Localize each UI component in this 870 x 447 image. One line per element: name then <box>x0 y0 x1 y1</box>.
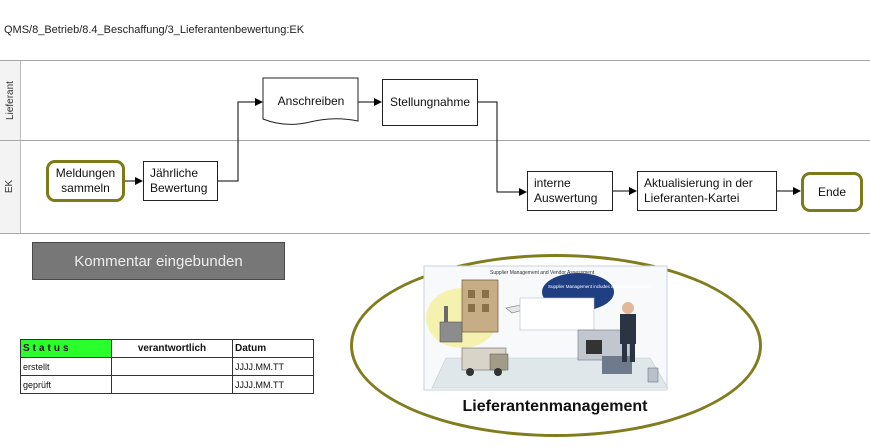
task-interne-auswertung[interactable]: interne Auswertung <box>527 171 613 211</box>
illustration-title: Lieferantenmanagement <box>462 398 648 415</box>
row-responsible-geprueft[interactable] <box>111 375 233 394</box>
lane-divider-middle <box>0 140 870 141</box>
arrow-jaehrliche-to-anschreiben <box>217 98 263 182</box>
row-responsible-erstellt[interactable] <box>111 357 233 376</box>
row-status-geprueft: geprüft <box>20 375 112 394</box>
task-stellungnahme[interactable]: Stellungnahme <box>382 79 478 126</box>
event-meldungen-sammeln[interactable]: Meldungen sammeln <box>46 160 125 202</box>
comment-button[interactable]: Kommentar eingebunden <box>32 242 285 280</box>
swimlane-label-column <box>0 60 21 234</box>
header-verantwortlich: verantwortlich <box>111 339 233 358</box>
task-jaehrliche-bewertung[interactable]: Jährliche Bewertung <box>143 161 218 201</box>
header-status: Status <box>20 339 112 358</box>
arrow-stellungnahme-to-interne <box>477 101 527 196</box>
row-date-geprueft[interactable]: JJJJ.MM.TT <box>232 375 314 394</box>
status-table-header: Status verantwortlich Datum <box>20 339 314 358</box>
breadcrumb: QMS/8_Betrieb/8.4_Beschaffung/3_Lieferan… <box>4 24 305 36</box>
row-status-erstellt: erstellt <box>20 357 112 376</box>
header-datum: Datum <box>232 339 314 358</box>
row-date-erstellt[interactable]: JJJJ.MM.TT <box>232 357 314 376</box>
table-row: geprüft JJJJ.MM.TT <box>20 375 314 394</box>
lane-divider-top <box>0 60 870 61</box>
table-row: erstellt JJJJ.MM.TT <box>20 357 314 376</box>
lane-label-ek: EK <box>4 179 16 194</box>
event-ende[interactable]: Ende <box>801 172 863 212</box>
lane-label-lieferant: Lieferant <box>4 80 16 120</box>
task-aktualisierung[interactable]: Aktualisierung in der Lieferanten-Kartei <box>637 171 777 211</box>
task-anschreiben[interactable]: Anschreiben <box>277 94 345 108</box>
status-table: Status verantwortlich Datum erstellt JJJ… <box>20 339 314 394</box>
lane-divider-bottom <box>0 233 870 234</box>
